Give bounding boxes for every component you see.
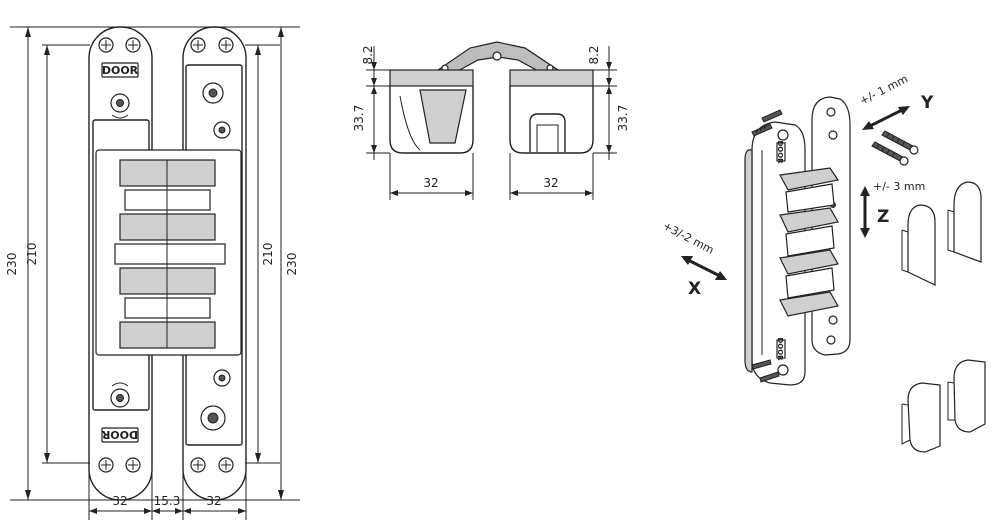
adjust-cam-icon xyxy=(110,382,130,408)
top-view: 8.2 33.7 8.2 33.7 32 32 xyxy=(352,41,630,200)
adjust-cam-icon xyxy=(213,121,231,139)
dim-leaf-right-width: 32 xyxy=(206,494,221,508)
cover-cap-icon xyxy=(901,382,941,453)
dim-body-left: 210 xyxy=(25,45,50,463)
screw-icon xyxy=(125,37,141,53)
arrow-z-icon xyxy=(860,186,870,238)
dim-230-left: 230 xyxy=(5,253,19,276)
screw-icon xyxy=(190,37,206,53)
cover-cap-icon xyxy=(947,181,982,263)
screw-icon xyxy=(125,457,141,473)
axis-y-label: Y xyxy=(920,93,934,113)
dim-gap: 15.3 xyxy=(154,494,181,508)
adjust-x-text: +3/-2 mm xyxy=(661,219,716,257)
adjust-z-text: +/- 3 mm xyxy=(873,180,925,193)
adjust-y-text: +/- 1 mm xyxy=(857,72,910,107)
left-body-section xyxy=(389,69,474,154)
iso-knuckle-stack xyxy=(779,167,839,317)
dim-210-right: 210 xyxy=(261,243,275,266)
dim-230-right: 230 xyxy=(285,253,299,276)
dim-210-left: 210 xyxy=(25,243,39,266)
axis-x-label: X xyxy=(688,279,701,299)
arrow-y-icon xyxy=(862,106,910,130)
wood-screw-icon xyxy=(751,359,772,370)
cover-cap-icon xyxy=(901,204,936,286)
dim-leaf-left-width: 32 xyxy=(112,494,127,508)
iso-door-logo-b: DOOR xyxy=(776,337,784,361)
door-logo-bottom: DOOR xyxy=(101,428,138,441)
adjust-cam-icon xyxy=(202,82,224,104)
dim-overall-left: 230 xyxy=(5,27,31,500)
arrow-x-icon xyxy=(681,256,727,280)
adjust-cam-icon xyxy=(200,405,226,431)
iso-door-logo-a: DOOR xyxy=(776,140,784,164)
dim-overall-right: 230 xyxy=(278,27,299,500)
right-body-section xyxy=(509,69,594,154)
dim-right-8-2: 8.2 xyxy=(587,45,601,64)
front-view: 230 210 210 230 xyxy=(5,26,300,520)
wood-screw-icon xyxy=(761,109,783,123)
screw-icon xyxy=(218,457,234,473)
adjust-cam-icon xyxy=(213,369,231,387)
cover-cap-icon xyxy=(947,359,986,433)
wood-screw-icon xyxy=(871,141,909,166)
adjust-cam-icon xyxy=(110,93,130,119)
screw-icon xyxy=(190,457,206,473)
screw-icon xyxy=(218,37,234,53)
wood-screw-icon xyxy=(751,123,773,137)
wood-screw-icon xyxy=(759,371,780,383)
dim-right-33-7: 33.7 xyxy=(616,105,630,132)
wood-screw-icon xyxy=(881,130,919,155)
screw-icon xyxy=(98,457,114,473)
dim-right-width: 32 xyxy=(543,176,558,190)
dim-left-8-2: 8.2 xyxy=(361,45,375,64)
dim-body-right: 210 xyxy=(255,45,275,463)
screw-icon xyxy=(98,37,114,53)
axis-z-label: Z xyxy=(877,207,889,227)
dim-left-33-7: 33.7 xyxy=(352,105,366,132)
door-logo-top: DOOR xyxy=(102,64,139,77)
hinge-knuckle-assembly xyxy=(95,149,242,356)
isometric-view: DOOR DOOR xyxy=(661,72,986,453)
dim-left-width: 32 xyxy=(423,176,438,190)
